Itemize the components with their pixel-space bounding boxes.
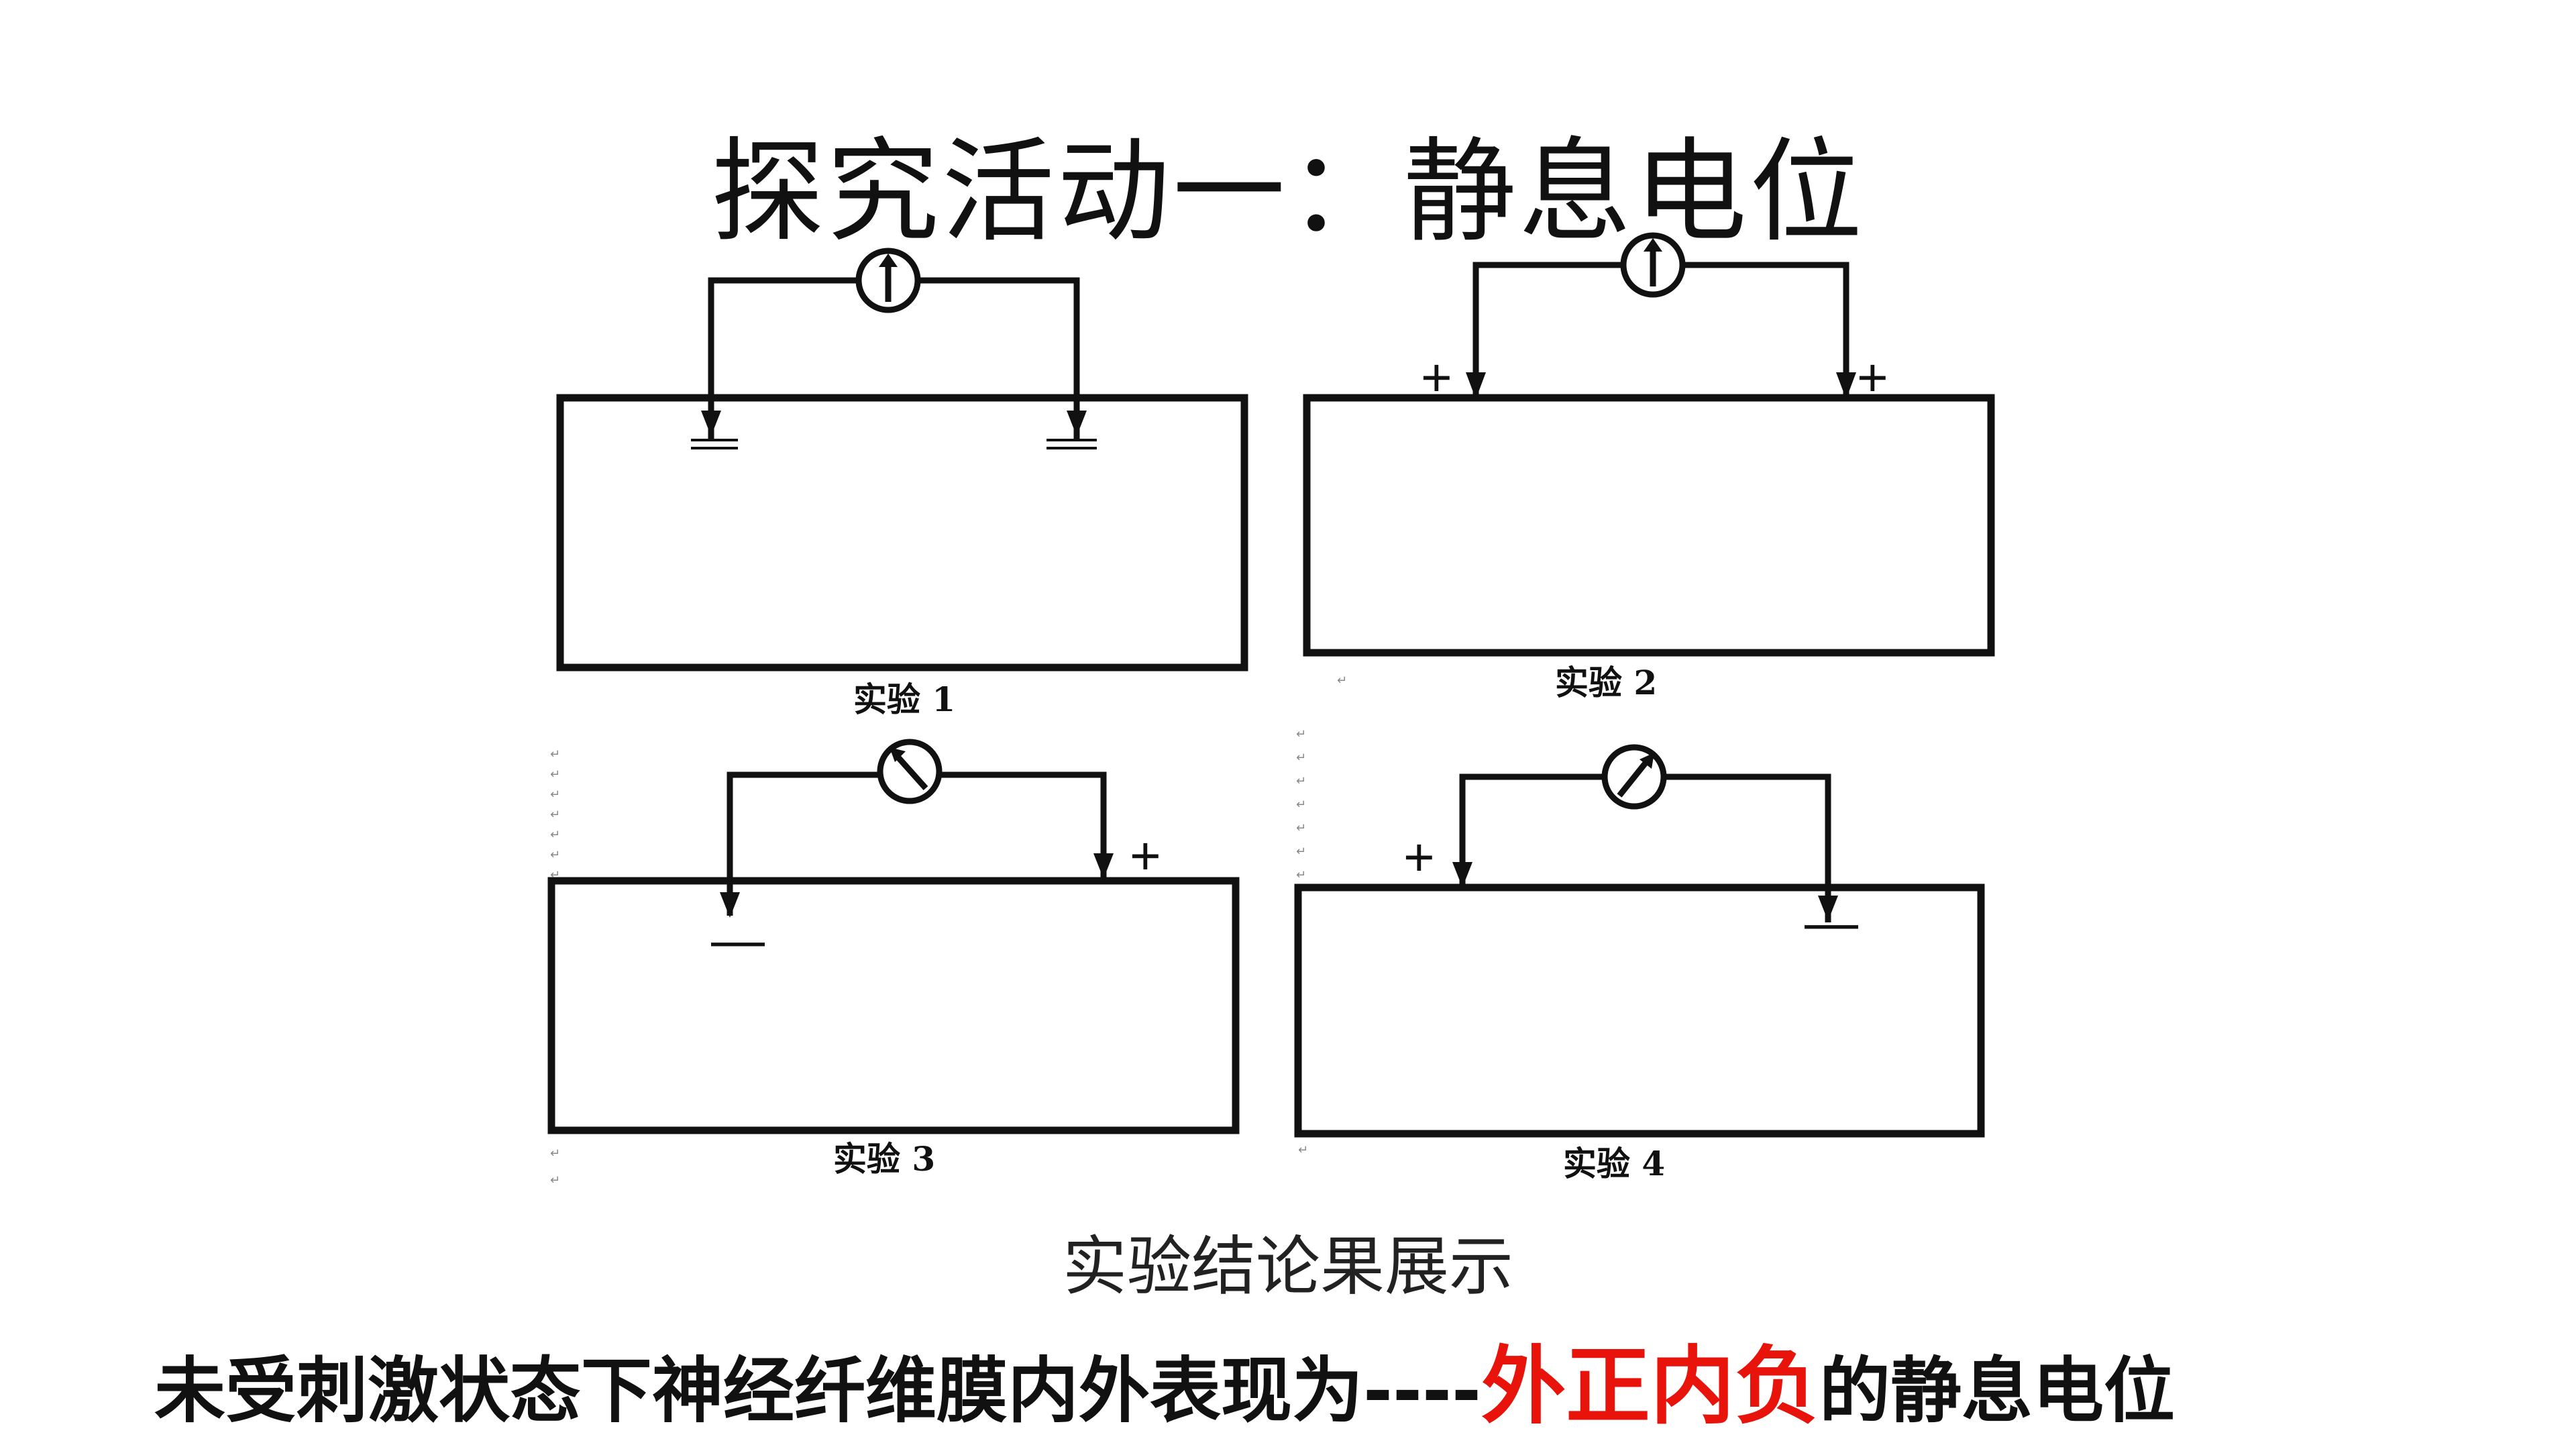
svg-text:↵: ↵: [1296, 774, 1306, 788]
electrode-arrow: [1818, 896, 1838, 921]
experiment-1: 实验 1: [556, 248, 1248, 719]
right-charge-sign: —: [1805, 892, 1858, 952]
svg-text:↵: ↵: [1296, 868, 1306, 882]
svg-text:↵: ↵: [550, 868, 560, 882]
left-charge-sign: —: [711, 910, 765, 969]
experiment-label: 实验 4: [1563, 1144, 1665, 1183]
nerve-fiber-box: [1294, 883, 1985, 1138]
paragraph-mark: ↵: [1337, 674, 1347, 688]
svg-text:↵: ↵: [550, 747, 560, 761]
electrode-arrow: [1836, 372, 1856, 399]
experiment-4: + — 实验 4 ↵: [1294, 744, 1985, 1183]
galvanometer-icon: [1620, 232, 1686, 298]
svg-text:↵: ↵: [550, 848, 560, 862]
electrode-wire: [1664, 773, 1831, 922]
electrode-wire: [1682, 262, 1849, 399]
experiment-2: + + 实验 2 ↵: [1303, 232, 1995, 702]
svg-text:↵: ↵: [1296, 798, 1306, 812]
galvanometer-icon: [855, 248, 921, 313]
electrode-wire: [918, 277, 1080, 439]
right-charge-sign: +: [1857, 347, 1888, 407]
svg-text:↵: ↵: [1296, 845, 1306, 859]
electrode-wire: [727, 771, 880, 916]
conclusion-highlight: 外正内负: [1481, 1337, 1819, 1436]
result-caption: 实验结论果展示: [1063, 1229, 1513, 1304]
slide-title: 探究活动一：静息电位: [711, 126, 1865, 258]
left-charge-sign: +: [1403, 827, 1435, 887]
svg-text:↵: ↵: [1296, 751, 1306, 765]
svg-text:↵: ↵: [550, 788, 560, 802]
paragraph-marks-middle: ↵ ↵ ↵ ↵ ↵ ↵ ↵: [1296, 727, 1306, 882]
experiment-label: 实验 2: [1555, 663, 1657, 702]
electrode-arrow: [1452, 862, 1472, 888]
conclusion-text: 未受刺激状态下神经纤维膜内外表现为----外正内负的静息电位: [154, 1318, 2175, 1440]
experiment-label: 实验 3: [833, 1139, 935, 1179]
paragraph-mark: ↵: [550, 1173, 560, 1187]
nerve-fiber-box: [556, 394, 1248, 672]
svg-text:↵: ↵: [1296, 821, 1306, 835]
galvanometer-icon: [1601, 744, 1667, 810]
svg-text:↵: ↵: [1296, 727, 1306, 741]
equal-charge-mark: [1046, 439, 1097, 449]
electrode-arrow: [701, 411, 721, 436]
svg-text:↵: ↵: [550, 828, 560, 842]
conclusion-prefix: 未受刺激状态下神经纤维膜内外表现为----: [154, 1350, 1481, 1432]
electrode-wire: [1472, 262, 1623, 399]
electrode-arrow: [720, 892, 740, 918]
electrode-wire: [1459, 773, 1605, 888]
galvanometer-icon: [877, 739, 943, 804]
conclusion-suffix: 的静息电位: [1819, 1350, 2175, 1432]
svg-text:↵: ↵: [550, 767, 560, 782]
electrode-arrow: [1067, 411, 1087, 436]
paragraph-mark: ↵: [550, 1146, 560, 1161]
equal-charge-mark: [691, 439, 738, 449]
paragraph-marks-left: ↵ ↵ ↵ ↵ ↵ ↵ ↵: [550, 747, 560, 882]
electrode-wire: [939, 771, 1107, 879]
right-charge-sign: +: [1130, 826, 1161, 885]
svg-text:↵: ↵: [550, 808, 560, 822]
electrode-arrow: [1093, 853, 1114, 879]
experiment-3: + — 实验 3 ↵ ↵: [547, 739, 1240, 1187]
experiment-label: 实验 1: [853, 680, 955, 719]
nerve-fiber-box: [547, 877, 1240, 1134]
electrode-wire: [708, 277, 859, 439]
left-charge-sign: +: [1421, 347, 1452, 407]
electrode-arrow: [1466, 372, 1486, 399]
paragraph-mark: ↵: [1298, 1143, 1308, 1157]
nerve-fiber-box: [1303, 394, 1995, 657]
